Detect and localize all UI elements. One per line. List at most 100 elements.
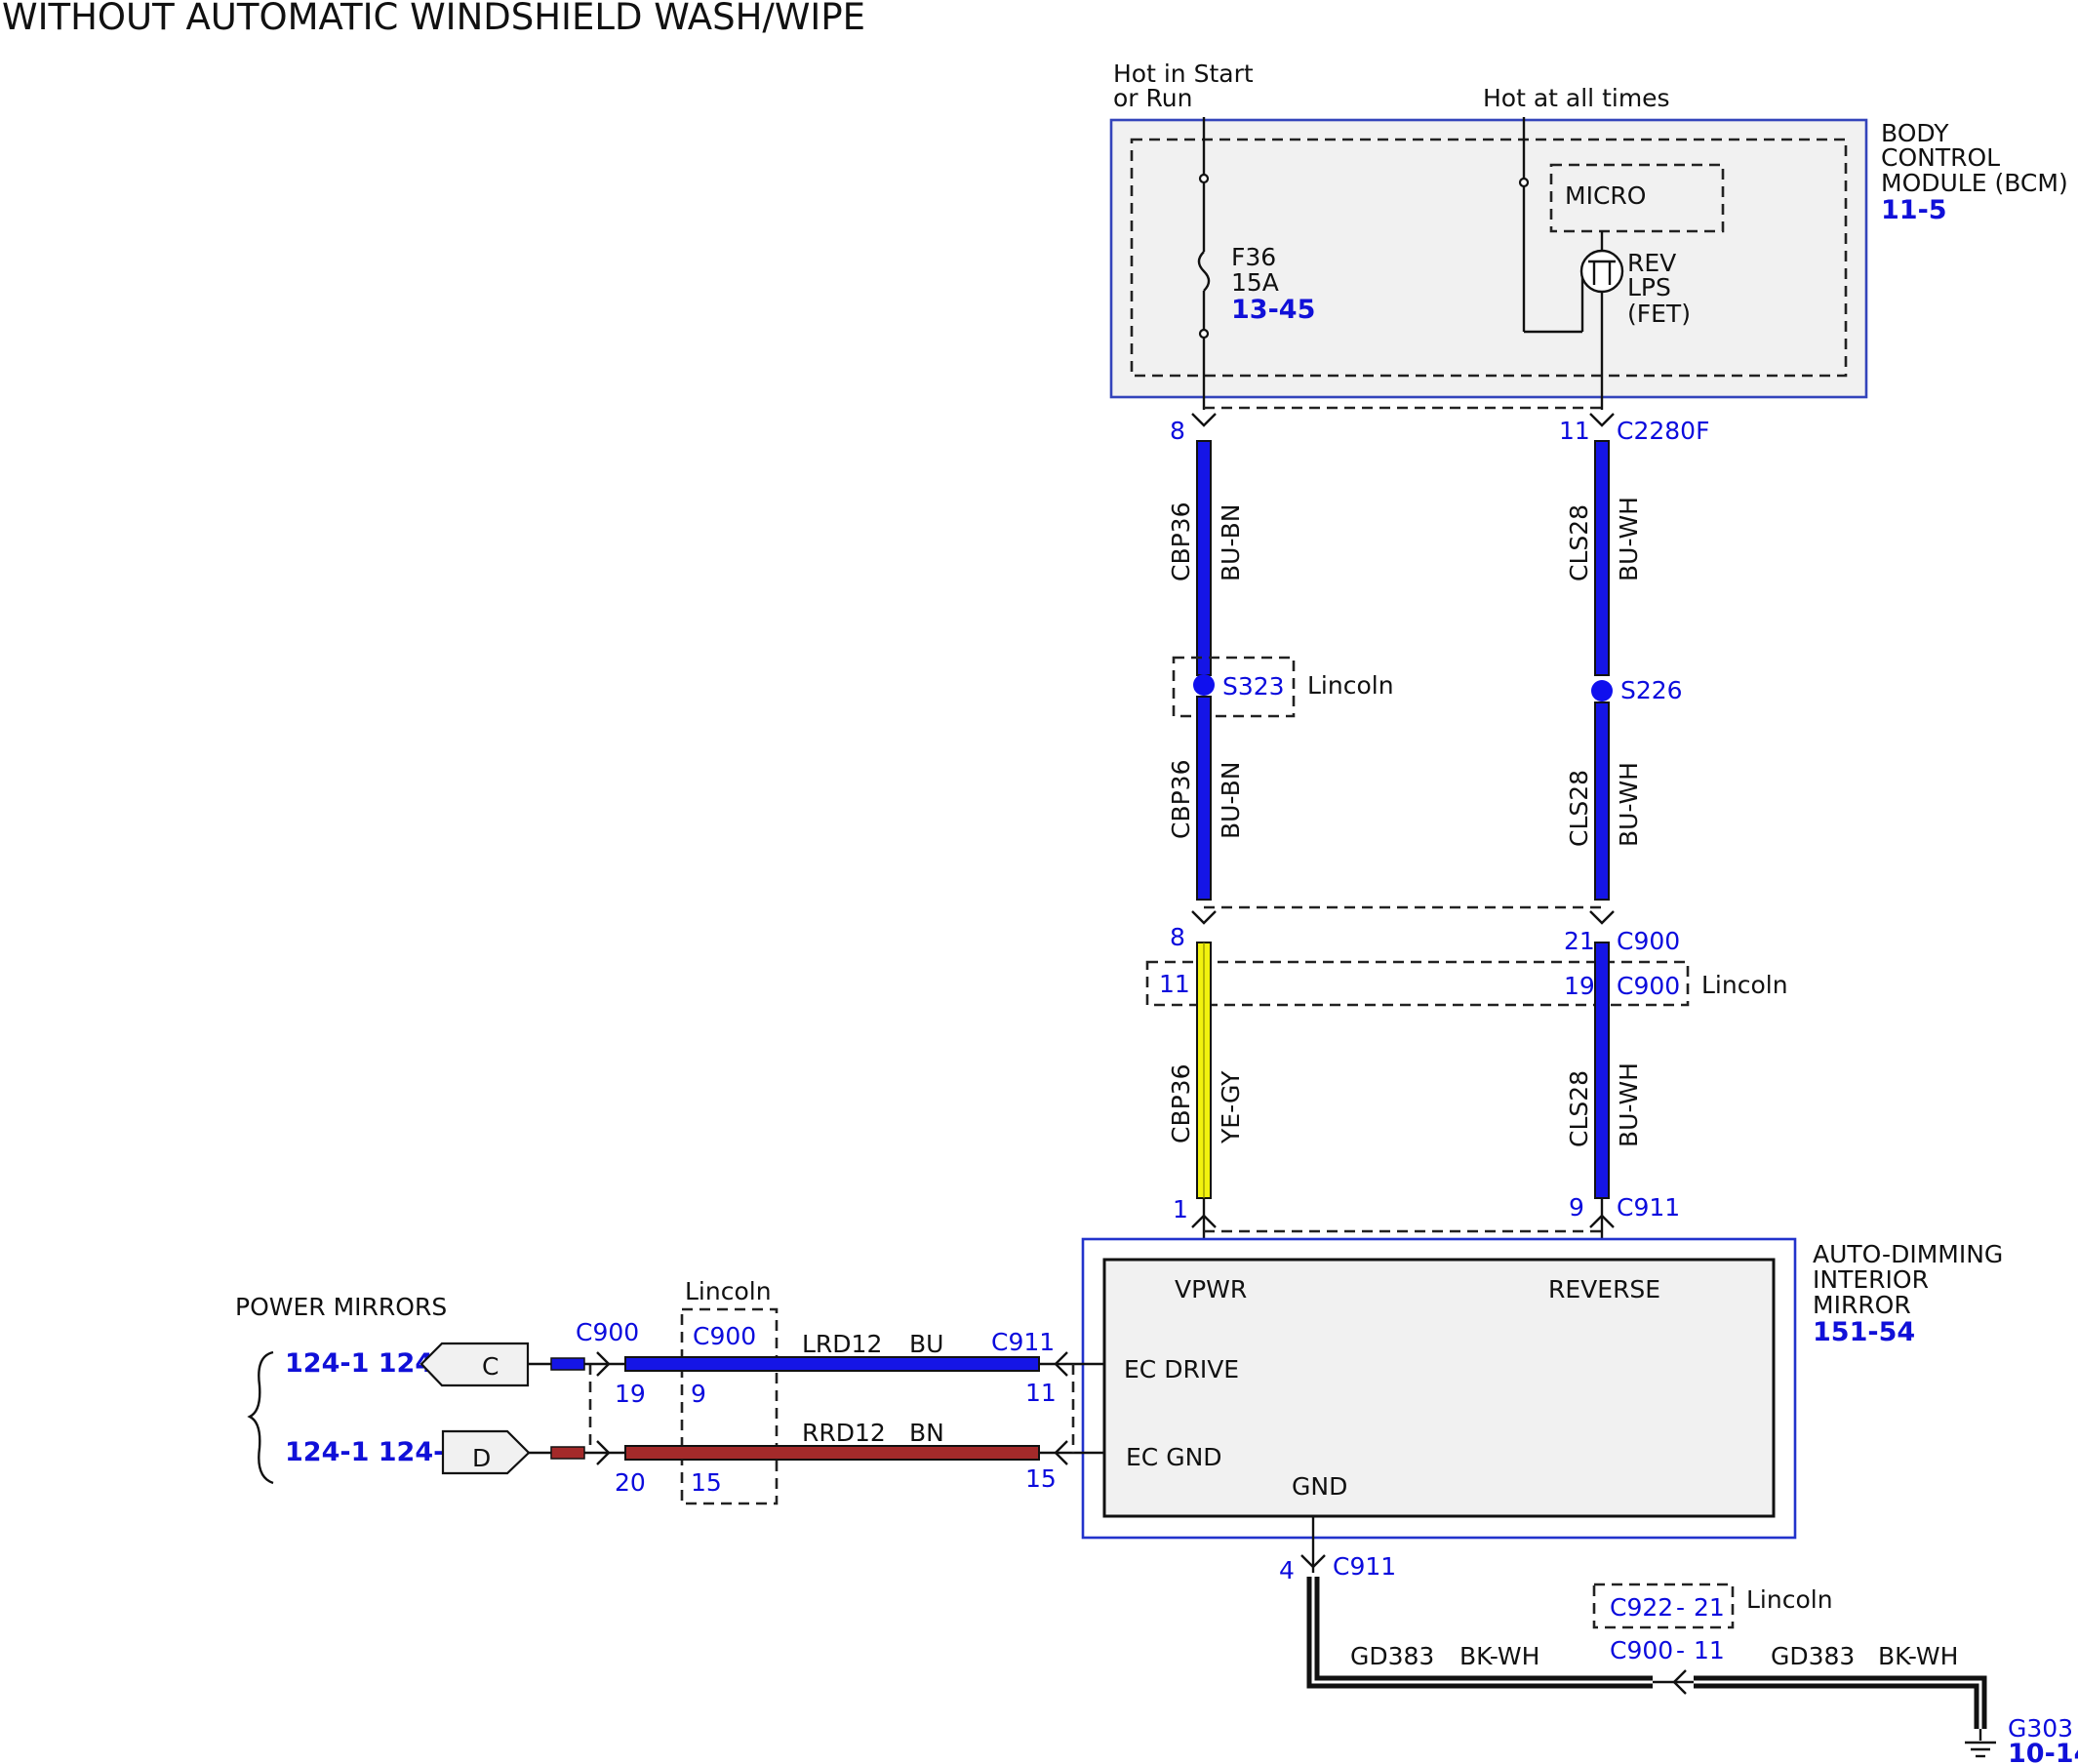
left-upper-wire-circuit: CBP36 — [1167, 502, 1195, 582]
fuse-reference-link[interactable]: 13-45 — [1231, 295, 1315, 325]
power-mirrors-c911-label[interactable]: C911 — [991, 1328, 1055, 1356]
ground-c900-label[interactable]: C900 — [1610, 1636, 1673, 1664]
ec-drive-wire-circuit: LRD12 — [802, 1330, 882, 1358]
mirror-reverse-label: REVERSE — [1548, 1275, 1660, 1303]
power-mirrors-lincoln-pin-bottom: 15 — [691, 1468, 722, 1497]
power-mirrors-tag-c[interactable] — [420, 1342, 530, 1387]
right-upper-wire — [1594, 440, 1610, 676]
splice-s226-label[interactable]: S226 — [1620, 676, 1683, 704]
c911-ec-gnd-arrow-icon — [1054, 1440, 1068, 1465]
ground-point-label[interactable]: G303 — [2008, 1714, 2073, 1743]
ground-wire-left-stripe — [1311, 1577, 1653, 1684]
c900-lincoln-note: Lincoln — [1701, 971, 1788, 999]
hot-start-run-line-2: or Run — [1113, 84, 1192, 112]
ec-gnd-wire — [624, 1445, 1040, 1461]
bcm-module-box — [1109, 118, 1868, 399]
power-mirrors-ref-d[interactable]: 124-1 124-5 — [285, 1437, 462, 1467]
bcm-name-line-3: MODULE (BCM) — [1881, 169, 2068, 197]
right-middle-wire-color: BU-WH — [1615, 762, 1643, 847]
right-upper-wire-color: BU-WH — [1615, 497, 1643, 581]
c2280f-connector-label[interactable]: C2280F — [1617, 417, 1709, 445]
power-mirrors-lincoln-pin-top: 9 — [691, 1380, 706, 1408]
diagram-title: WITHOUT AUTOMATIC WINDSHIELD WASH/WIPE — [2, 0, 865, 38]
c900-left-pin: 8 — [1170, 923, 1185, 951]
c911-ec-drive-arrow-icon — [1054, 1351, 1068, 1377]
c2280f-left-pin: 8 — [1170, 417, 1185, 445]
fuse-name: F36 — [1231, 243, 1276, 271]
left-middle-wire — [1196, 696, 1212, 901]
bcm-inner-dashed-box — [1130, 138, 1848, 378]
c911-connector-label[interactable]: C911 — [1617, 1193, 1680, 1222]
mirror-name-line-2: INTERIOR — [1813, 1265, 1929, 1294]
power-mirrors-title: POWER MIRRORS — [235, 1293, 447, 1321]
c900-lincoln-connector-label[interactable]: C900 — [1617, 972, 1680, 1000]
fet-label-line-2: LPS — [1627, 273, 1671, 301]
fuse-rating: 15A — [1231, 268, 1279, 297]
power-mirrors-tag-d[interactable] — [441, 1429, 531, 1475]
fuse-symbol-icon — [1197, 251, 1211, 292]
c2280f-right-pin-arrow-icon — [1589, 413, 1615, 427]
c900-right-pin-arrow-icon — [1589, 910, 1615, 925]
mirror-gnd-label: GND — [1292, 1472, 1347, 1501]
gnd-connector-label[interactable]: C911 — [1333, 1552, 1396, 1581]
c900-pm-bottom-arrow-icon — [596, 1440, 611, 1465]
hot-all-times-label: Hot at all times — [1483, 84, 1670, 112]
ground-wire-left-circuit: GD383 — [1350, 1642, 1434, 1670]
power-mirrors-tag-c-label: C — [482, 1352, 499, 1381]
ground-wire-right — [1694, 1675, 1987, 1729]
power-mirrors-c900-pin-top: 19 — [615, 1380, 646, 1408]
ec-drive-wire — [624, 1356, 1040, 1372]
power-mirrors-lincoln-dashed-box — [680, 1307, 779, 1505]
c2280f-left-pin-arrow-icon — [1191, 413, 1217, 427]
fuse-terminal-bottom — [1198, 328, 1210, 340]
ground-c922-lincoln-dashed-box — [1592, 1583, 1735, 1629]
splice-s323-lincoln-note: Lincoln — [1307, 671, 1394, 700]
fet-label-line-3: (FET) — [1627, 300, 1691, 328]
mirror-module-inner-box — [1102, 1258, 1776, 1518]
fet-label-line-1: REV — [1627, 249, 1676, 277]
c900-connector-label[interactable]: C900 — [1617, 927, 1680, 955]
power-mirrors-lincoln-c900-label[interactable]: C900 — [693, 1322, 756, 1350]
left-upper-wire — [1196, 440, 1212, 676]
micro-dashed-box — [1549, 163, 1725, 233]
bcm-reference-link[interactable]: 11-5 — [1881, 195, 1947, 225]
c900-left-pin-arrow-icon — [1191, 910, 1217, 925]
c900-lincoln-right-pin: 19 — [1564, 972, 1595, 1000]
left-middle-wire-color: BU-BN — [1217, 762, 1245, 839]
power-mirrors-c900-label[interactable]: C900 — [576, 1318, 639, 1346]
power-mirrors-c911-pin-top: 11 — [1025, 1379, 1057, 1407]
power-mirrors-c911-pin-bottom: 15 — [1025, 1464, 1057, 1493]
ground-c900-pin: 11 — [1694, 1636, 1725, 1664]
mirror-name-line-1: AUTO-DIMMING — [1813, 1240, 2003, 1268]
mirror-vpwr-label: VPWR — [1175, 1275, 1247, 1303]
mirror-ec-drive-label: EC DRIVE — [1124, 1355, 1239, 1383]
fet-transistor-icon — [1579, 249, 1624, 294]
tag-c-stub-wire — [550, 1357, 585, 1371]
mirror-ec-gnd-label: EC GND — [1126, 1443, 1222, 1471]
bcm-name-line-2: CONTROL — [1881, 143, 2000, 172]
mirror-reference-link[interactable]: 151-54 — [1813, 1317, 1915, 1347]
splice-s323-dot — [1193, 674, 1215, 696]
ground-wire-left-color: BK-WH — [1459, 1642, 1539, 1670]
splice-lincoln-dashed-box — [1172, 656, 1296, 718]
mirror-name-line-3: MIRROR — [1813, 1291, 1911, 1319]
c900-right-pin: 21 — [1564, 927, 1595, 955]
gnd-connector-arrow-icon — [1300, 1554, 1326, 1569]
ground-point-reference-link[interactable]: 10-14 — [2008, 1739, 2078, 1764]
ground-c922-label[interactable]: C922 — [1610, 1593, 1673, 1622]
ground-c900-dash: - — [1676, 1636, 1685, 1664]
ec-gnd-wire-circuit: RRD12 — [802, 1419, 886, 1447]
micro-label: MICRO — [1565, 181, 1646, 210]
ground-symbol-icon — [1965, 1741, 1996, 1758]
right-lower-wire — [1594, 942, 1610, 1199]
left-lower-wire-circuit: CBP36 — [1167, 1064, 1195, 1144]
power-mirrors-tag-d-label: D — [472, 1444, 491, 1472]
power-mirrors-brace-icon — [247, 1350, 274, 1485]
left-upper-wire-color: BU-BN — [1217, 504, 1245, 581]
right-upper-wire-circuit: CLS28 — [1565, 504, 1593, 581]
right-lower-wire-color: BU-WH — [1615, 1062, 1643, 1147]
c900-pm-top-arrow-icon — [596, 1351, 611, 1377]
splice-s323-label[interactable]: S323 — [1222, 672, 1285, 701]
c900-lincoln-left-pin: 11 — [1159, 970, 1190, 998]
